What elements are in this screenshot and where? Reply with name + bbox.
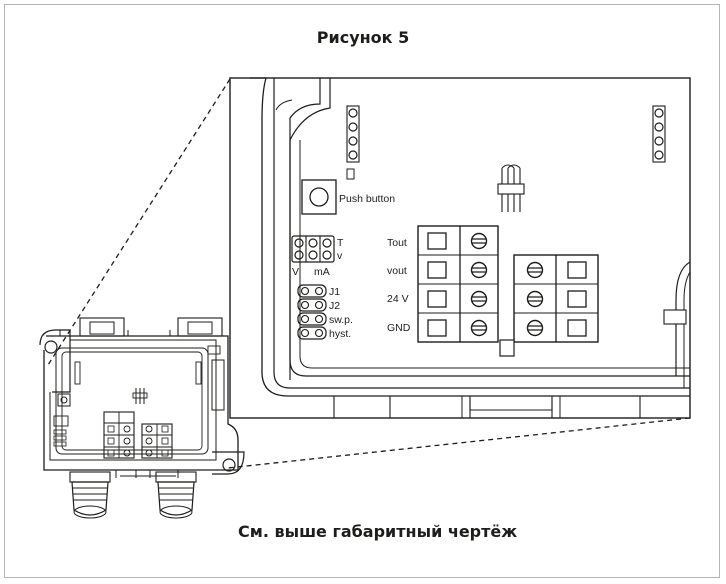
terminal-label-gnd: GND (387, 322, 411, 334)
cable-gland-right (155, 471, 197, 519)
terminal-label-24v: 24 V (387, 293, 409, 305)
zoom-lines (47, 78, 691, 469)
jumper-label-j2: J2 (329, 300, 340, 312)
push-button-component: Push button (301, 179, 395, 215)
push-button-label: Push button (339, 193, 395, 205)
pin-header-right (652, 105, 666, 163)
jumper-row-label-t: T (337, 237, 344, 249)
terminal-block-left (417, 225, 499, 343)
jumper-label-j1: J1 (329, 286, 340, 298)
center-component (497, 164, 525, 212)
cable-gland-left (69, 471, 111, 519)
figure-frame (4, 4, 720, 578)
jumper-col-label-ma: mA (314, 266, 330, 278)
terminal-label-vout: vout (387, 265, 407, 277)
jumper-col-label-v: V (292, 266, 299, 278)
detail-view: Push button T v V mA (229, 77, 691, 419)
jumper-block-2: J1 J2 sw.p. hyst. (297, 284, 353, 340)
pin-header-left (346, 105, 360, 163)
jumper-label-swp: sw.p. (329, 314, 353, 326)
figure-title: Рисунок 5 (316, 28, 410, 47)
terminal-block-right (513, 254, 599, 343)
jumper-block-1: T v V mA (291, 235, 344, 278)
jumper-row-label-v: v (337, 250, 343, 262)
terminal-label-tout: Tout (387, 237, 407, 249)
jumper-label-hyst: hyst. (329, 328, 351, 340)
overview-device (39, 317, 245, 519)
figure-caption: См. выше габаритный чертёж (238, 522, 518, 541)
